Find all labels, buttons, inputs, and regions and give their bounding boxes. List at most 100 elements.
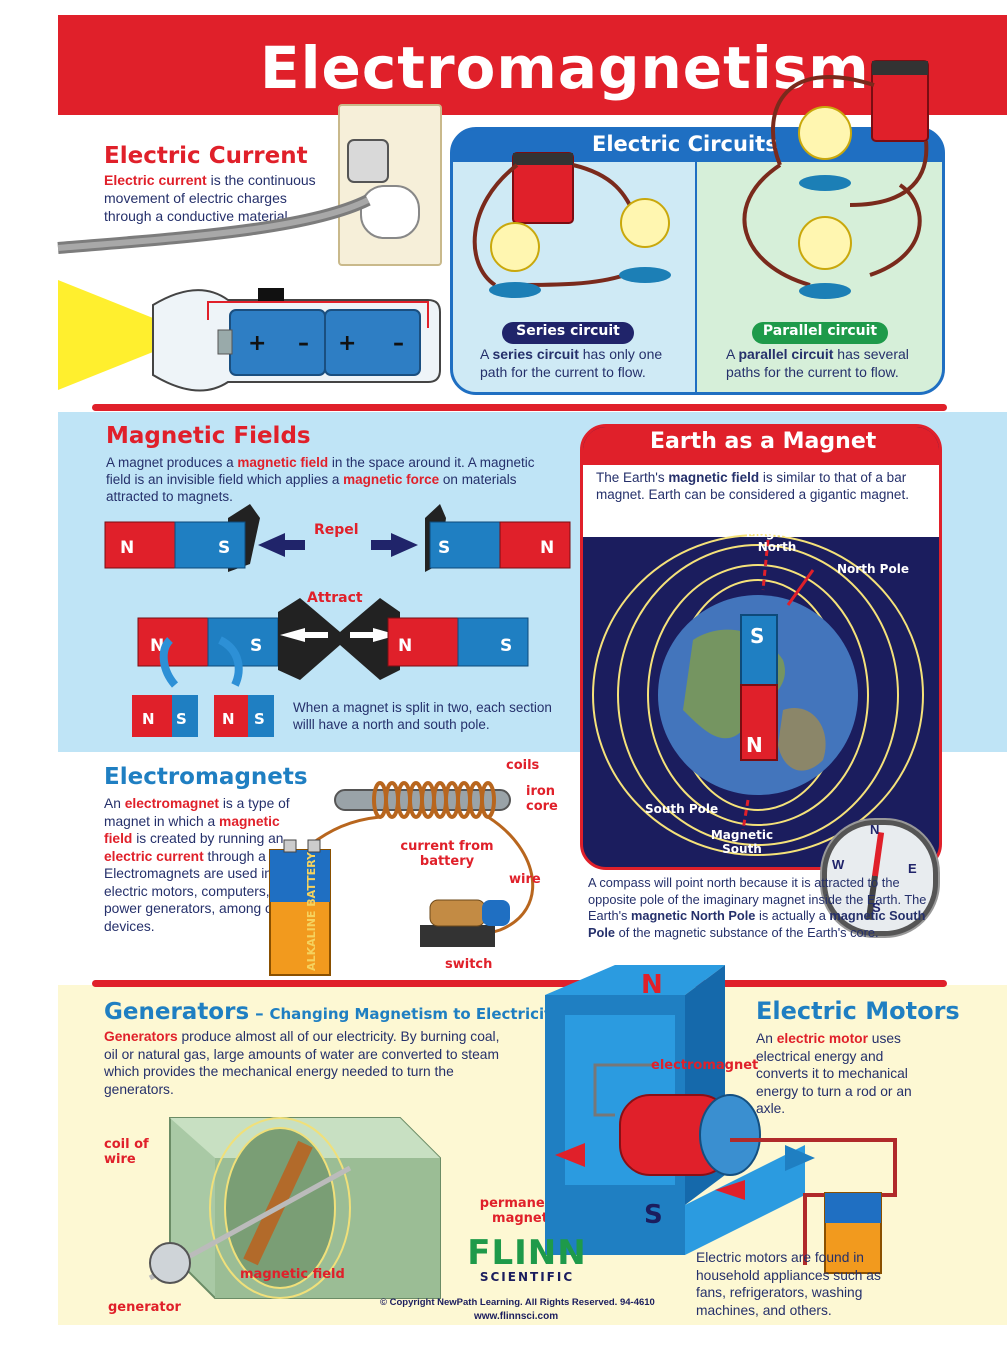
svg-text:S: S	[254, 710, 265, 728]
text: in the space around it. A magnetic field…	[106, 455, 535, 488]
compass-note: A compass will point north because it is…	[588, 875, 948, 942]
svg-text:+: +	[248, 331, 266, 356]
term: electric motor	[776, 1031, 868, 1046]
motor-illustration	[545, 965, 897, 1274]
svg-text:N: N	[120, 538, 134, 558]
electric-motors-heading: Electric Motors	[756, 997, 960, 1025]
motor-magnet-n: N	[641, 970, 663, 1000]
title-banner	[58, 15, 1007, 115]
electric-motors-desc: An electric motor uses electrical energy…	[756, 1030, 936, 1118]
term: magnetic field	[237, 455, 329, 470]
text: is the continuous movement of electric c…	[104, 172, 316, 224]
term: Electric current	[104, 172, 207, 188]
electromagnets-desc: An electromagnet is a type of magnet in …	[104, 795, 304, 935]
svg-text:–: –	[298, 331, 309, 356]
text: through a wire. Electromagnets are used …	[104, 848, 299, 934]
website-link[interactable]: www.flinnsci.com	[474, 1311, 559, 1322]
text: has several paths for the current to flo…	[726, 346, 909, 380]
text: uses electrical energy and converts it t…	[756, 1031, 912, 1117]
earth-heading: Earth as a Magnet	[650, 429, 877, 454]
term: magnetic field	[668, 470, 760, 485]
svg-text:N: N	[142, 710, 155, 728]
text: of the magnetic substance of the Earth's…	[615, 924, 879, 940]
compass-w: W	[832, 857, 845, 872]
current-from-battery-label: current from battery	[400, 839, 494, 869]
text: is a type of magnet in which a	[104, 796, 290, 829]
text: A	[480, 346, 493, 362]
bar-s-label: S	[750, 624, 765, 648]
electromagnets-heading: Electromagnets	[104, 764, 308, 790]
text: is actually a	[755, 908, 830, 924]
generator-label: generator	[108, 1300, 181, 1315]
term: magnetic force	[343, 472, 440, 488]
south-pole-label: South Pole	[645, 802, 719, 816]
generator-illustration	[148, 1117, 441, 1299]
svg-text:S: S	[218, 538, 230, 558]
coil-of-wire-label: coil of wire	[104, 1137, 149, 1167]
text: A	[726, 346, 739, 362]
compass-n: N	[870, 822, 880, 837]
split-note: When a magnet is split in two, each sect…	[293, 700, 552, 733]
earth-field-illustration	[592, 534, 924, 856]
svg-text:+: +	[338, 331, 356, 356]
svg-text:N: N	[540, 538, 554, 558]
earth-desc: The Earth's magnetic field is similar to…	[596, 469, 926, 503]
magnetic-field-label: magnetic field	[240, 1267, 345, 1282]
outlet-socket	[360, 185, 420, 239]
generators-subheading: Changing Magnetism to Electricity	[269, 1005, 562, 1023]
svg-text:N: N	[222, 710, 235, 728]
series-pill	[502, 322, 634, 344]
series-pill-label: Series circuit	[516, 323, 620, 339]
magnetic-fields-heading: Magnetic Fields	[106, 423, 311, 449]
electric-current-desc: Electric current is the continuous movem…	[104, 172, 329, 225]
permanent-magnet-label: permanent magnet	[479, 1196, 561, 1226]
parallel-pill-label: Parallel circuit	[762, 323, 878, 339]
earth-desc-bg	[583, 465, 939, 537]
compass-e: E	[908, 861, 917, 876]
svg-text:S: S	[500, 636, 512, 656]
text: produce almost all of our electricity. B…	[104, 1029, 500, 1097]
electromagnet-label: electromagnet	[651, 1058, 759, 1073]
electric-circuits-heading: Electric Circuits	[592, 132, 778, 156]
copyright: © Copyright NewPath Learning. All Rights…	[380, 1297, 655, 1308]
iron-core-label: iron core	[526, 784, 558, 814]
coils-label: coils	[506, 758, 540, 773]
bar-n-label: N	[746, 733, 763, 757]
svg-text:S: S	[250, 636, 262, 656]
term: magnetic North Pole	[630, 908, 756, 924]
svg-text:N: N	[398, 636, 412, 656]
svg-text:S: S	[438, 538, 450, 558]
flinn-logo: FLINN SCIENTIFIC	[462, 1236, 592, 1284]
divider-1	[92, 404, 947, 411]
electric-current-heading: Electric Current	[104, 143, 308, 169]
parallel-bg	[697, 162, 942, 392]
magnetic-north-label: Magnetic North	[745, 526, 809, 554]
text: Generators	[104, 999, 250, 1025]
term: electric current	[104, 848, 204, 864]
text: An	[756, 1031, 777, 1046]
magnetic-south-label: Magnetic South	[710, 828, 774, 856]
repel-label: Repel	[314, 522, 359, 538]
series-circuit-illustration	[472, 152, 671, 298]
term: electromagnet	[124, 796, 220, 811]
svg-text:–: –	[393, 331, 404, 356]
divider-2	[92, 980, 947, 987]
battery-vertical-label: ALKALINE BATTERY	[304, 852, 318, 971]
svg-text:S: S	[176, 710, 187, 728]
series-desc: A series circuit has only one path for t…	[480, 346, 680, 382]
term: magnetic South Pole	[588, 908, 926, 940]
text: on materials attracted to magnets.	[106, 472, 517, 505]
text: An	[104, 796, 125, 811]
text: A magnet produces a	[106, 455, 238, 470]
text: has only one path for the current to flo…	[480, 346, 663, 380]
flinn-subbrand: SCIENTIFIC	[479, 1270, 575, 1284]
power-cord-illustration	[57, 139, 389, 254]
text: is created by running an	[132, 831, 284, 847]
page-title: Electromagnetism	[260, 34, 870, 102]
generators-heading: Generators – Changing Magnetism to Elect…	[104, 999, 562, 1025]
parallel-circuit-illustration	[742, 60, 929, 299]
magnetic-fields-desc: A magnet produces a magnetic field in th…	[106, 454, 542, 505]
term: series circuit	[492, 346, 579, 362]
motor-magnet-s: S	[644, 1200, 663, 1230]
